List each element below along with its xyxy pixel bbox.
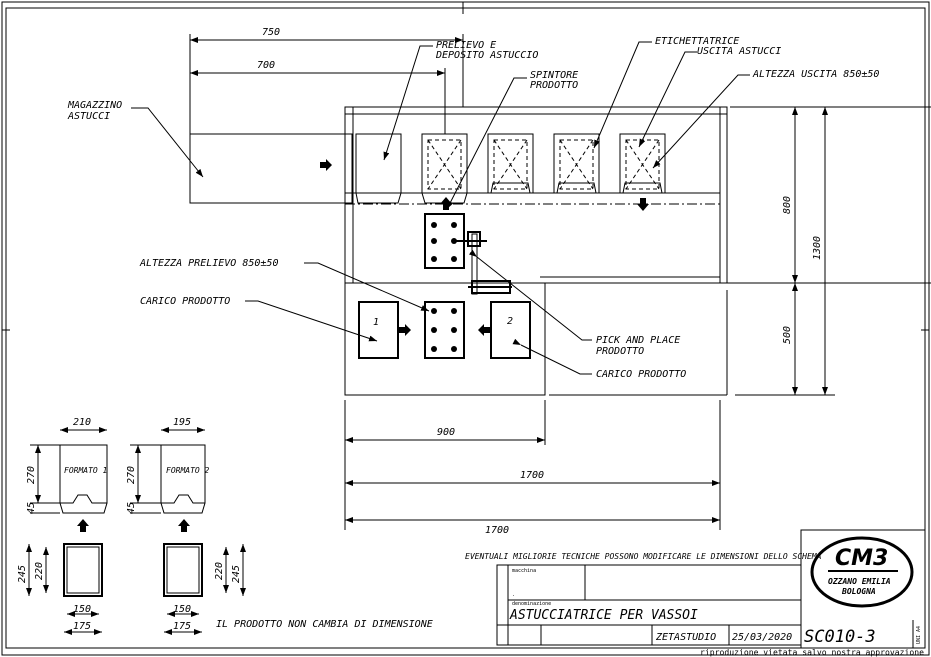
arrow-right-icon xyxy=(320,159,332,171)
label-altezza-uscita: ALTEZZA USCITA 850±50 xyxy=(752,69,879,80)
tray-2-label: 2 xyxy=(507,316,513,327)
label-magazzino: MAGAZZINO xyxy=(67,100,122,111)
dimension-lines: 750 700 800 500 1300 900 1700 1700 xyxy=(189,27,835,536)
dim-p1-height-in: 220 xyxy=(34,562,45,580)
machine-outline xyxy=(344,106,931,396)
label-spintore-2: PRODOTTO xyxy=(530,80,578,91)
arrow-up-icon xyxy=(178,519,190,532)
product-1: 245 220 150 175 xyxy=(17,543,103,635)
dim-p1-width-in: 150 xyxy=(73,604,91,615)
label-carico-prodotto-left: CARICO PRODOTTO xyxy=(140,296,230,307)
formato-2-label: FORMATO 2 xyxy=(166,466,210,475)
drawing-code: SC010-3 xyxy=(804,627,876,647)
formato-2: FORMATO 2 195 270 45 xyxy=(126,417,210,532)
cm3-logo: CM3 OZZANO EMILIA BOLOGNA xyxy=(810,536,914,608)
product-tray-2: 2 xyxy=(490,301,531,359)
product-tray-1: 1 xyxy=(358,301,399,359)
label-carico-prodotto-right: CARICO PRODOTTO xyxy=(596,369,686,380)
dim-f2-width: 195 xyxy=(173,417,191,428)
carton-stations xyxy=(345,133,720,205)
dim-p2-width-in: 150 xyxy=(173,604,191,615)
dim-1300: 1300 xyxy=(812,236,823,260)
label-magazzino-2: ASTUCCI xyxy=(67,111,110,122)
dim-f1-base: 45 xyxy=(26,502,37,514)
date: 25/03/2020 xyxy=(732,632,792,643)
dim-p2-width-out: 175 xyxy=(173,621,191,632)
macchina-label: macchina xyxy=(512,568,536,574)
formato-1: FORMATO 1 210 270 45 xyxy=(26,417,108,532)
dim-p2-height-in: 220 xyxy=(214,562,225,580)
tray-1-label: 1 xyxy=(373,317,379,328)
arrow-right-icon xyxy=(399,324,411,336)
pick-and-place-arm xyxy=(455,231,512,295)
label-uscita-astucci: USCITA ASTUCCI xyxy=(697,46,781,57)
note-improvements: EVENTUALI MIGLIORIE TECNICHE POSSONO MOD… xyxy=(465,552,822,561)
dim-f1-height: 270 xyxy=(26,466,37,484)
label-prelievo-2: DEPOSITO ASTUCCIO xyxy=(435,50,538,61)
author: ZETASTUDIO xyxy=(655,632,716,643)
arrow-up-icon xyxy=(77,519,89,532)
formato-1-label: FORMATO 1 xyxy=(64,466,107,475)
denominazione-label: denominazione xyxy=(512,601,551,607)
label-pick-and-place-2: PRODOTTO xyxy=(596,346,644,357)
dim-p1-width-out: 175 xyxy=(73,621,91,632)
label-prelievo: PRELIEVO E xyxy=(436,40,496,51)
product-tray-center xyxy=(424,301,465,359)
dim-p1-height-out: 245 xyxy=(17,565,28,583)
note-product-size: IL PRODOTTO NON CAMBIA DI DIMENSIONE xyxy=(216,619,433,630)
logo-province: BOLOGNA xyxy=(841,587,876,596)
logo-city: OZZANO EMILIA xyxy=(828,577,891,586)
dim-900: 900 xyxy=(437,427,455,438)
footer-note: riproduzione vietata salvo nostra approv… xyxy=(700,648,924,657)
callouts: MAGAZZINO ASTUCCI PRELIEVO E DEPOSITO AS… xyxy=(67,36,879,380)
dim-800: 800 xyxy=(782,196,793,214)
product-2: 220 245 150 175 xyxy=(163,543,246,635)
dim-f2-base: 45 xyxy=(126,502,137,514)
logo-name: CM3 xyxy=(835,546,888,571)
denominazione-value: ASTUCCIATRICE PER VASSOI xyxy=(509,608,698,623)
dim-1700-b: 1700 xyxy=(485,525,509,536)
title-block: EVENTUALI MIGLIORIE TECNICHE POSSONO MOD… xyxy=(465,529,926,657)
label-etichettatrice: ETICHETTATRICE xyxy=(655,36,739,47)
label-pick-and-place: PICK AND PLACE xyxy=(596,335,680,346)
dim-500: 500 xyxy=(782,326,793,344)
macchina-value: . xyxy=(512,592,515,598)
label-altezza-prelievo: ALTEZZA PRELIEVO 850±50 xyxy=(139,258,278,269)
arrow-down-icon xyxy=(637,198,649,211)
dim-700: 700 xyxy=(257,60,275,71)
arrow-left-icon xyxy=(478,324,490,336)
dim-1700-a: 1700 xyxy=(520,470,544,481)
dim-p2-height-out: 245 xyxy=(231,565,242,583)
dim-f2-height: 270 xyxy=(126,466,137,484)
dim-f1-width: 210 xyxy=(73,417,91,428)
paper-format: UNI A4 xyxy=(916,626,922,644)
dim-750: 750 xyxy=(262,27,280,38)
label-spintore: SPINTORE xyxy=(530,70,578,81)
magazzino-astucci xyxy=(189,133,353,204)
